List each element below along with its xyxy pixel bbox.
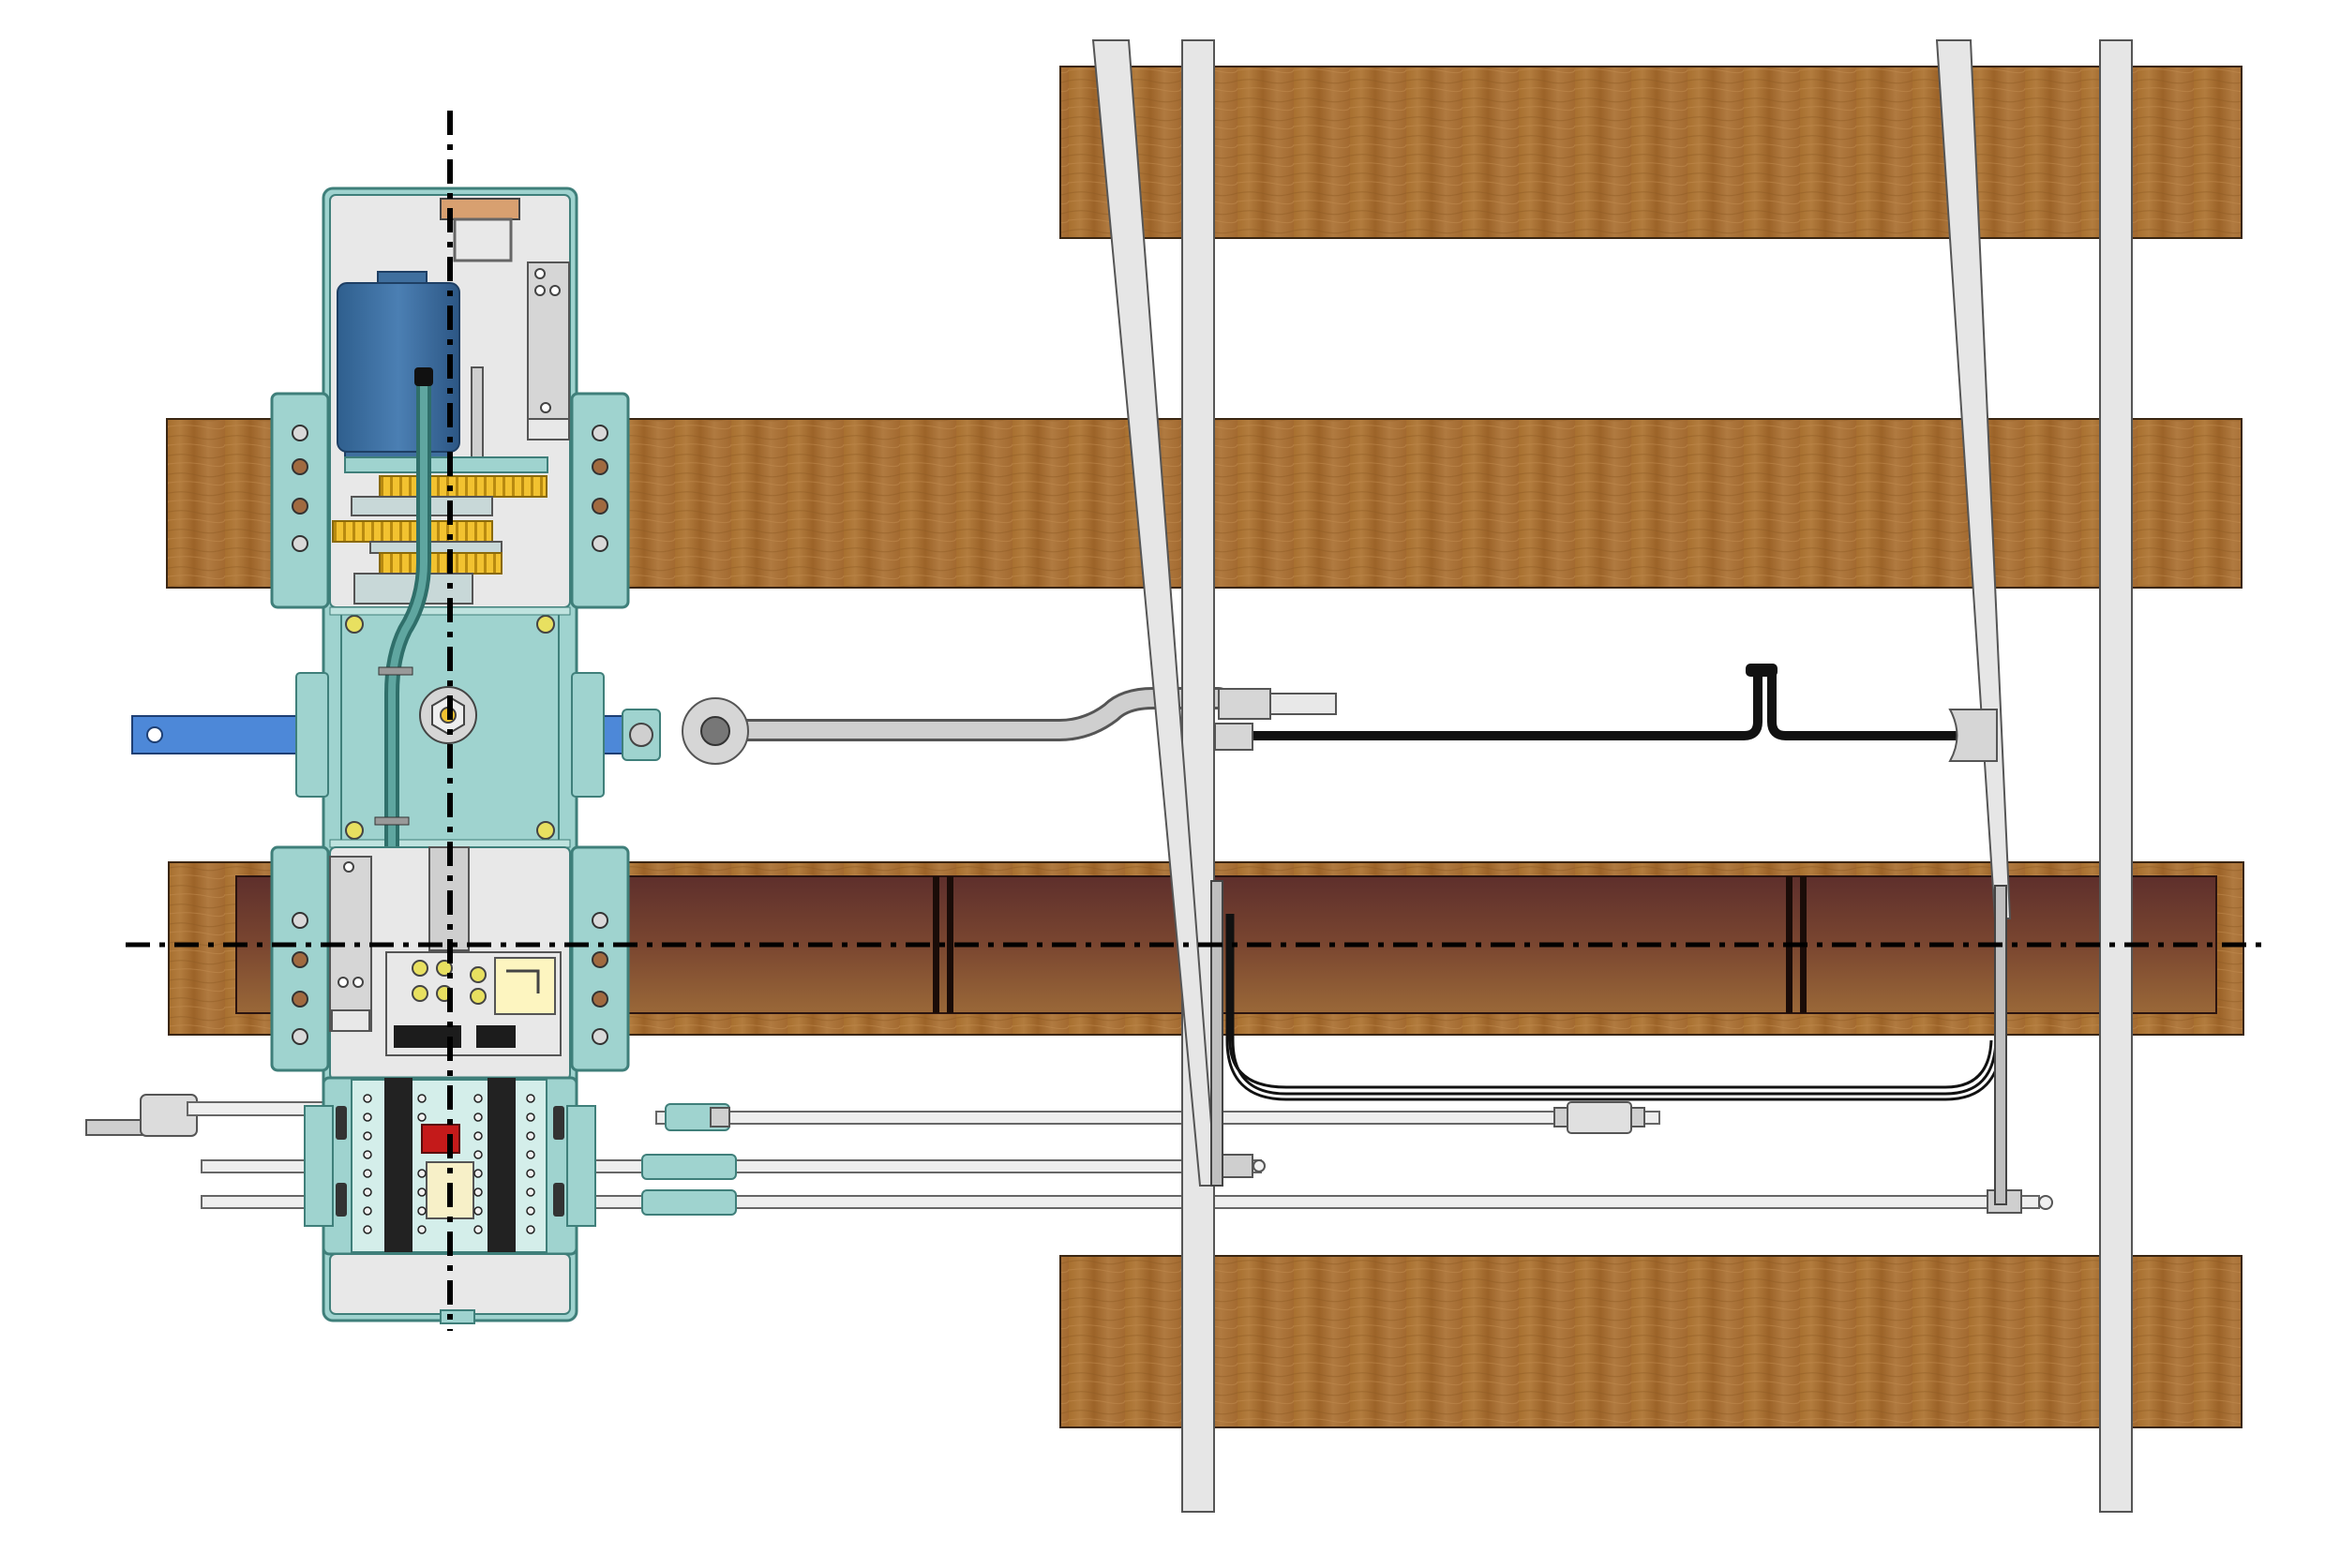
rod-adjuster (1567, 1101, 1632, 1134)
detection-rod-3 (655, 1111, 1660, 1125)
handle-clip-2 (374, 816, 410, 826)
plate-screw (540, 402, 551, 413)
detector-switch-box (494, 957, 556, 1015)
plate-foot-lower (331, 1009, 370, 1032)
throw-rod-nut (629, 723, 653, 747)
crank-handle-highlight (388, 373, 428, 960)
spindle (471, 366, 484, 460)
rod-left-bar (187, 1101, 324, 1116)
gear-1 (379, 475, 548, 498)
top-bracket-frame (453, 217, 513, 262)
rod-adjuster-nut-l (1553, 1107, 1568, 1127)
sleeper-clamp-left (933, 876, 939, 1013)
stock-rail-right (2099, 39, 2133, 1513)
rod-clamp-3-nut (710, 1107, 730, 1127)
machine-end-tab (440, 1309, 475, 1324)
sleeper-clamp-left-2 (947, 876, 953, 1013)
stock-rail-left (1181, 39, 1215, 1513)
terminal-screws (363, 1094, 535, 1234)
plate-screw (534, 268, 546, 279)
plate-foot (527, 418, 570, 441)
drive-rod (682, 687, 1337, 765)
cable-top (1214, 664, 1998, 762)
terminal-block-ear-r (566, 1105, 596, 1227)
center-lines (126, 111, 2264, 1331)
switch-rail-right (1935, 39, 2012, 919)
plate-screw (343, 861, 354, 873)
rod-clamp-2 (641, 1189, 737, 1216)
detector-switch-arm (506, 969, 540, 993)
gearbox-bolts (345, 615, 555, 840)
plate-screw (549, 285, 561, 296)
drive-rod-coupling (1218, 688, 1271, 720)
drive-rod-eye-pin (700, 716, 730, 746)
cable-rail-clip (1948, 709, 1998, 762)
drive-rod-coupling-2 (1269, 693, 1337, 715)
sleeper-top (1059, 66, 2242, 239)
plate-screw (534, 285, 546, 296)
terminal-rail-left (384, 1078, 412, 1252)
rail-bracket-right (1994, 885, 2007, 1205)
contact-bar (394, 1025, 516, 1048)
terminal-fuse-red (421, 1124, 460, 1154)
cable-gland (1746, 664, 1778, 677)
gear-shaft-2 (369, 541, 502, 554)
contact-bar-gap (461, 1025, 476, 1048)
terminal-side-studs (336, 1106, 564, 1217)
handle-clip-1 (378, 666, 413, 676)
plate-screw (338, 977, 349, 988)
throw-rod-hole (146, 726, 163, 743)
rod-end-connector-1 (1218, 1154, 1253, 1178)
lug-bolts (292, 425, 608, 1045)
rod-end-bolt-2 (2038, 1195, 2053, 1210)
cable-left-clip (1214, 723, 1253, 751)
switch-rails (1091, 39, 2012, 1205)
stock-rails (1181, 39, 2133, 1513)
rod-left-stud (85, 1119, 145, 1136)
terminal-rail-right (488, 1078, 516, 1252)
terminal-block-ear-l (304, 1105, 334, 1227)
gear-plate (344, 456, 548, 473)
gear-2 (332, 520, 493, 543)
rod-adjuster-nut-r (1630, 1107, 1645, 1127)
rod-clamp-1 (641, 1154, 737, 1180)
rail-bracket-left (1210, 880, 1223, 1187)
crank-handle-cap-top (414, 367, 433, 386)
sleeper-bottom (1059, 1255, 2242, 1428)
gear-3 (379, 552, 502, 575)
side-ear-mr (571, 672, 605, 798)
rod-end-bolt-1 (1252, 1159, 1266, 1172)
plate-screw (352, 977, 364, 988)
electric-motor (337, 282, 460, 453)
side-ear-ml (295, 672, 329, 798)
